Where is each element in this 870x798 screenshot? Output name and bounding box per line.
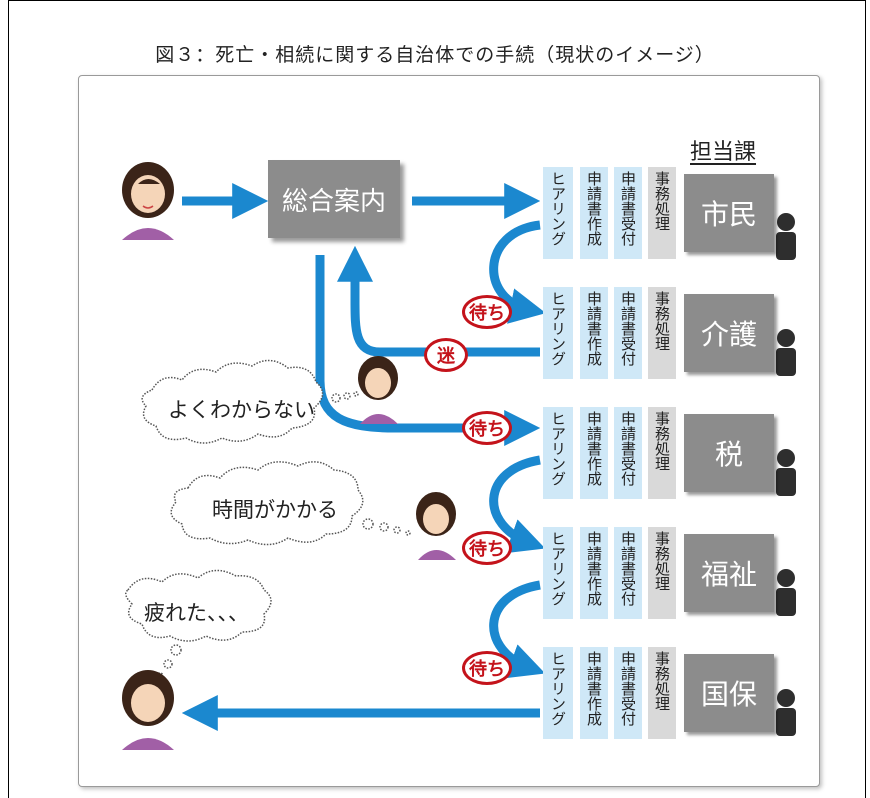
wait-badge-kokuho: 待ち [462, 651, 512, 685]
person-confused-icon [358, 356, 398, 424]
arrow-fukushi-to-kokuho [489, 580, 546, 679]
step-2-row-2: 申請書作成 [580, 287, 610, 379]
step-4-row-3: 事務処理 [648, 407, 678, 499]
thought-cloud-2 [170, 461, 364, 546]
info-desk-box: 総合案内 [268, 160, 400, 238]
person-tired-icon [122, 670, 174, 750]
step-1-row-4: ヒアリング [543, 527, 575, 619]
step-4-row-2: 事務処理 [648, 287, 678, 379]
dept-box-3: 税 [684, 414, 774, 492]
person-waiting-icon [416, 492, 456, 560]
step-4-row-4: 事務処理 [648, 527, 678, 619]
step-3-row-1: 申請書受付 [614, 167, 644, 259]
dept-box-2: 介護 [684, 294, 774, 372]
dept-box-1: 市民 [684, 174, 774, 252]
step-1-row-2: ヒアリング [543, 287, 575, 379]
step-1-row-1: ヒアリング [543, 167, 575, 259]
step-2-row-5: 申請書作成 [580, 647, 610, 739]
dept-box-4: 福祉 [684, 534, 774, 612]
step-3-row-2: 申請書受付 [614, 287, 644, 379]
figure-title: 図３：死亡・相続に関する自治体での手続（現状のイメージ） [155, 44, 715, 66]
step-2-row-1: 申請書作成 [580, 167, 610, 259]
thought-text-tired: 疲れた、、、 [144, 601, 249, 625]
staff-icons [776, 213, 796, 736]
dept-heading: 担当課 [690, 140, 757, 165]
arrow-lost-back-to-info [337, 245, 540, 357]
wait-badge-kaigo: 待ち [462, 295, 512, 329]
lost-badge: 迷 [424, 338, 468, 372]
step-1-row-5: ヒアリング [543, 647, 575, 739]
step-1-row-3: ヒアリング [543, 407, 575, 499]
step-4-row-5: 事務処理 [648, 647, 678, 739]
person-start-icon [122, 162, 174, 240]
page-border [8, 0, 866, 798]
arrow-info-to-zei [315, 255, 541, 446]
step-2-row-3: 申請書作成 [580, 407, 610, 499]
step-2-row-4: 申請書作成 [580, 527, 610, 619]
step-3-row-3: 申請書受付 [614, 407, 644, 499]
thought-text-confused: よくわからない [168, 398, 315, 422]
step-4-row-1: 事務処理 [648, 167, 678, 259]
wait-badge-fukushi: 待ち [462, 531, 512, 565]
arrow-shimin-to-kaigo [489, 220, 546, 324]
thought-text-slow: 時間がかかる [212, 498, 338, 522]
dept-box-5: 国保 [684, 654, 774, 732]
wait-badge-zei: 待ち [462, 411, 512, 445]
step-3-row-4: 申請書受付 [614, 527, 644, 619]
step-3-row-5: 申請書受付 [614, 647, 644, 739]
arrow-zei-to-fukushi [489, 455, 546, 554]
thought-cloud-1 [141, 359, 324, 444]
thought-cloud-3 [125, 569, 272, 642]
